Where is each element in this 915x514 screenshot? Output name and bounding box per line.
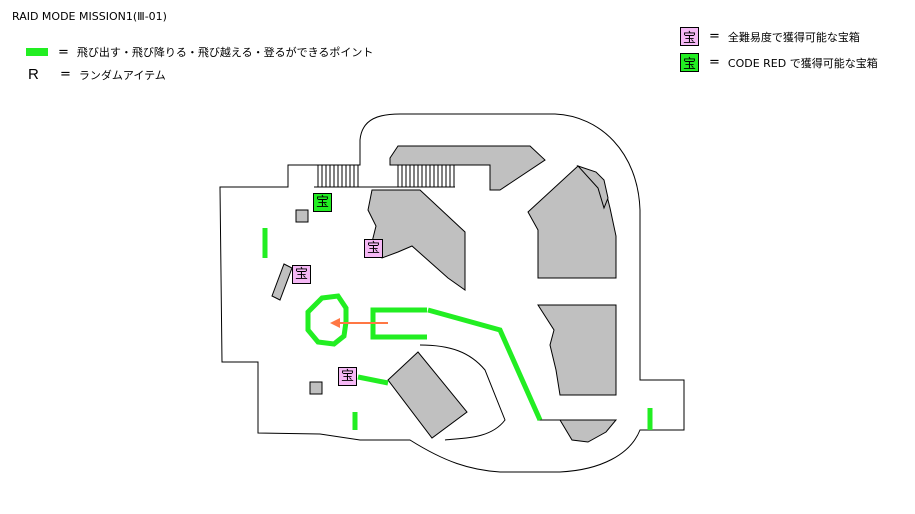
- obstacle-slanted-bar: [271, 263, 293, 301]
- legend-jump-point: = 飛び出す・飛び降りる・飛び越える・登るができるポイント: [26, 44, 373, 60]
- legend-treasure-codered: 宝 = CODE RED で獲得可能な宝箱: [680, 53, 878, 72]
- jump-point-long-ramp: [427, 307, 543, 422]
- treasure-pink-icon: 宝: [680, 27, 699, 46]
- obstacle-small-square-top: [295, 209, 309, 223]
- stairs-left: [314, 164, 360, 188]
- stairs-middle: [395, 164, 455, 188]
- jump-point-treasure-ramp: [357, 374, 389, 386]
- obstacle-jagged-left: [367, 189, 466, 291]
- obstacle-top: [389, 145, 546, 191]
- legend-random-item: R = ランダムアイテム: [28, 66, 166, 83]
- treasure-marker-pink-1: 宝: [364, 239, 383, 258]
- direction-arrow-icon: [330, 318, 388, 328]
- legend-equals: =: [58, 44, 69, 60]
- legend-jump-text: 飛び出す・飛び降りる・飛び越える・登るができるポイント: [76, 46, 374, 59]
- legend-equals: =: [709, 29, 720, 44]
- obstacles: [271, 145, 618, 443]
- legend-treasure-all: 宝 = 全難易度で獲得可能な宝箱: [680, 27, 860, 46]
- obstacle-right-lower: [537, 304, 617, 396]
- obstacle-bottom-right: [559, 419, 618, 443]
- legend-treasure-codered-text: CODE RED で獲得可能な宝箱: [727, 56, 878, 70]
- green-bar-icon: [26, 48, 48, 56]
- treasure-green-icon: 宝: [680, 53, 699, 72]
- inner-path-line: [419, 344, 506, 441]
- obstacle-right-upper-tip: [576, 164, 609, 210]
- legend-treasure-all-text: 全難易度で獲得可能な宝箱: [727, 30, 860, 44]
- obstacle-small-square-bottom: [309, 381, 323, 395]
- treasure-marker-pink-3: 宝: [338, 367, 357, 386]
- legend-random-text: ランダムアイテム: [78, 68, 166, 82]
- obstacle-bottom-tilted: [387, 351, 468, 439]
- treasure-marker-pink-2: 宝: [292, 265, 311, 284]
- treasure-marker-green: 宝: [313, 193, 332, 212]
- legend-equals: =: [709, 55, 720, 70]
- r-symbol-icon: R: [28, 66, 39, 83]
- jump-point-circle: [305, 293, 349, 347]
- map-title: RAID MODE MISSION1(Ⅲ-01): [12, 10, 167, 23]
- legend-equals: =: [60, 67, 71, 82]
